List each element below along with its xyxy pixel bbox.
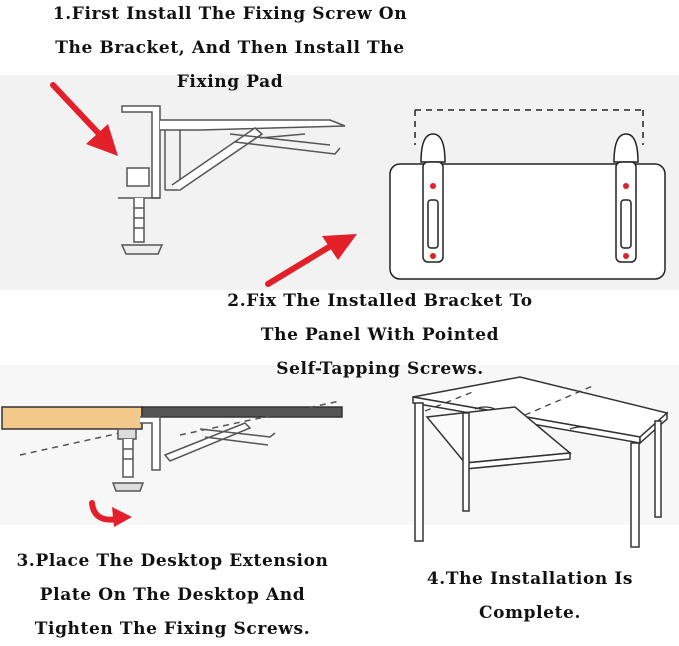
step-2-line-3: Self-Tapping Screws. (276, 359, 484, 379)
step-2-text: 2.Fix The Installed Bracket To The Panel… (185, 284, 575, 386)
step-3-line-3: Tighten The Fixing Screws. (34, 619, 311, 639)
step-1-bracket-illustration (118, 105, 346, 255)
step-1-line-1: 1.First Install The Fixing Screw On (52, 4, 408, 24)
step-4-line-1: 4.The Installation Is (426, 569, 634, 589)
step-4-desk-illustration (412, 376, 669, 548)
step-2-line-2: The Panel With Pointed (260, 325, 500, 345)
step-3-clamp-illustration (1, 400, 343, 527)
step-2-line-1: 2.Fix The Installed Bracket To (227, 291, 533, 311)
step-1-text: 1.First Install The Fixing Screw On The … (20, 0, 440, 99)
step-4-text: 4.The Installation Is Complete. (380, 562, 679, 630)
step-3-line-2: Plate On The Desktop And (39, 585, 306, 605)
step-4-line-2: Complete. (478, 603, 581, 623)
step-1-arrow (50, 82, 118, 156)
step-1-line-3: Fixing Pad (176, 72, 284, 92)
step-2-panel-illustration (389, 109, 666, 280)
step-3-line-1: 3.Place The Desktop Extension (16, 551, 329, 571)
step-1-line-2: The Bracket, And Then Install The (55, 38, 405, 58)
step-3-text: 3.Place The Desktop Extension Plate On T… (0, 544, 345, 646)
step-2-arrow (265, 234, 357, 287)
